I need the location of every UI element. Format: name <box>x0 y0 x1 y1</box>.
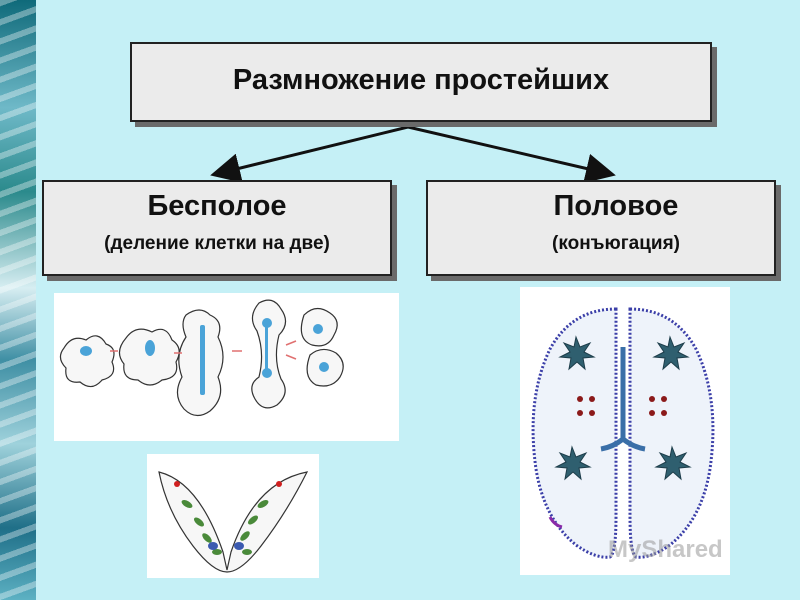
branch-sexual: Половое (конъюгация) <box>426 180 776 276</box>
cell-stage-4 <box>251 299 287 409</box>
watermark-logo: MyShared <box>608 536 723 563</box>
star-nucleus-2 <box>652 335 690 371</box>
branch-asexual-subtitle: (деление клетки на две) <box>104 233 330 254</box>
oral-groove <box>600 347 646 452</box>
nucleus-2 <box>145 340 155 356</box>
branch-sexual-subtitle: (конъюгация) <box>552 233 680 254</box>
nucleus-4 <box>265 321 268 373</box>
nucleus-5a <box>313 324 323 334</box>
star-nucleus-1 <box>558 335 596 371</box>
decorative-wave-strip <box>0 0 36 600</box>
branch-asexual: Бесполое (деление клетки на две) <box>42 180 392 276</box>
euglena-pair-outline <box>158 471 309 573</box>
nucleus-4b <box>262 368 272 378</box>
diagram-title: Размножение простейших <box>232 64 610 96</box>
arrow-left <box>210 125 409 183</box>
conjugation-illustration <box>520 287 730 575</box>
nucleus-1 <box>80 346 92 356</box>
nucleus-3 <box>200 325 205 395</box>
branch-sexual-heading: Половое <box>553 190 679 222</box>
nucleus-4a <box>262 318 272 328</box>
arrow-right <box>407 125 616 184</box>
paramecium-left <box>531 307 618 559</box>
cell-division-illustration <box>54 293 399 441</box>
nucleus-5b <box>319 362 329 372</box>
longitudinal-division-illustration <box>147 454 319 578</box>
cell-stage-2 <box>118 328 180 386</box>
branch-asexual-heading: Бесполое <box>147 190 287 222</box>
paramecium-right <box>628 307 715 559</box>
star-nucleus-4 <box>654 445 692 481</box>
title-box: Размножение простейших <box>130 42 712 122</box>
star-nucleus-3 <box>554 445 592 481</box>
cell-stage-1 <box>59 335 115 388</box>
